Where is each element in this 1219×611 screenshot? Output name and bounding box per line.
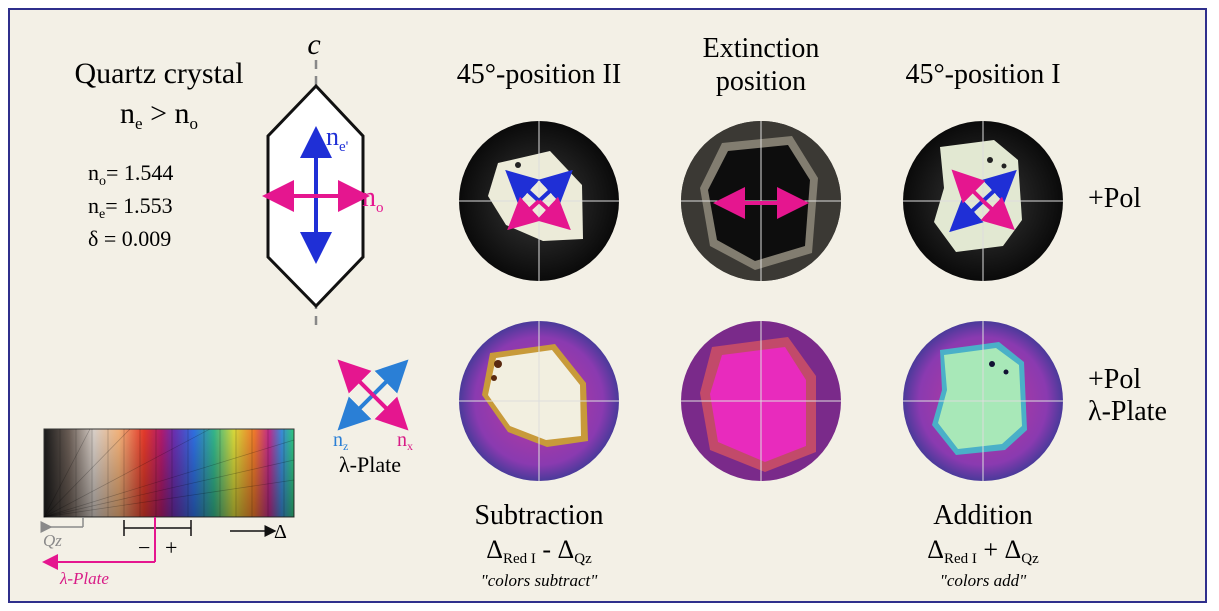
- index-no: no= 1.544: [88, 160, 173, 189]
- micrograph-pol-extinction: [681, 121, 841, 281]
- figure-frame: Quartz crystal ne > no no= 1.544 ne= 1.5…: [8, 8, 1207, 603]
- column-header-45-II: 45°-position II: [457, 59, 621, 90]
- refractive-relation: ne > no: [120, 97, 198, 133]
- row-label-pol-lambda-2: λ-Plate: [1088, 396, 1167, 427]
- figure-canvas: Quartz crystal ne > no no= 1.544 ne= 1.5…: [40, 28, 1167, 590]
- micrograph-pol-45-I: [903, 121, 1063, 281]
- lambda-plate-caption: λ-Plate: [339, 452, 401, 477]
- chart-qz-label: Qz: [43, 531, 62, 550]
- column-header-45-I: 45°-position I: [905, 59, 1060, 90]
- lambda-plate-symbol: nz nx λ-Plate: [333, 359, 413, 477]
- addition-quote: "colors add": [940, 571, 1027, 590]
- index-ne: ne= 1.553: [88, 193, 173, 222]
- quartz-crystal-sketch: c ne' no: [262, 28, 384, 326]
- interference-color-chart: Qz − + Δ λ-Plate: [40, 428, 295, 588]
- micrograph-lambda-45-II: [459, 321, 619, 481]
- addition-caption: Addition ΔRed I + ΔQz "colors add": [927, 500, 1039, 590]
- no-label: no: [362, 182, 384, 216]
- column-header-extinction-1: Extinction: [703, 33, 820, 64]
- row-label-pol: +Pol: [1088, 183, 1141, 214]
- subtraction-title: Subtraction: [474, 500, 603, 531]
- ne-label: ne': [326, 122, 349, 155]
- micrograph-lambda-extinction: [681, 321, 841, 481]
- chart-plus-label: +: [165, 535, 177, 560]
- addition-title: Addition: [933, 500, 1033, 531]
- crystal-title: Quartz crystal: [74, 57, 243, 90]
- micrograph-pol-45-II: [459, 121, 619, 281]
- subtraction-caption: Subtraction ΔRed I - ΔQz "colors subtrac…: [474, 500, 603, 590]
- chart-lambda-label: λ-Plate: [59, 569, 109, 588]
- micrograph-lambda-45-I: [903, 321, 1063, 481]
- subtraction-quote: "colors subtract": [481, 571, 599, 590]
- nx-label: nx: [397, 429, 413, 453]
- chart-delta-label: Δ: [274, 521, 287, 543]
- c-axis-label: c: [307, 28, 320, 61]
- subtraction-formula: ΔRed I - ΔQz: [486, 535, 592, 567]
- nz-label: nz: [333, 429, 348, 453]
- row-label-pol-lambda-1: +Pol: [1088, 364, 1141, 395]
- column-header-extinction-2: position: [716, 66, 806, 97]
- addition-formula: ΔRed I + ΔQz: [927, 535, 1039, 567]
- chart-minus-label: −: [138, 535, 150, 560]
- birefringence: δ = 0.009: [88, 226, 171, 251]
- chart-ruling: [43, 428, 295, 518]
